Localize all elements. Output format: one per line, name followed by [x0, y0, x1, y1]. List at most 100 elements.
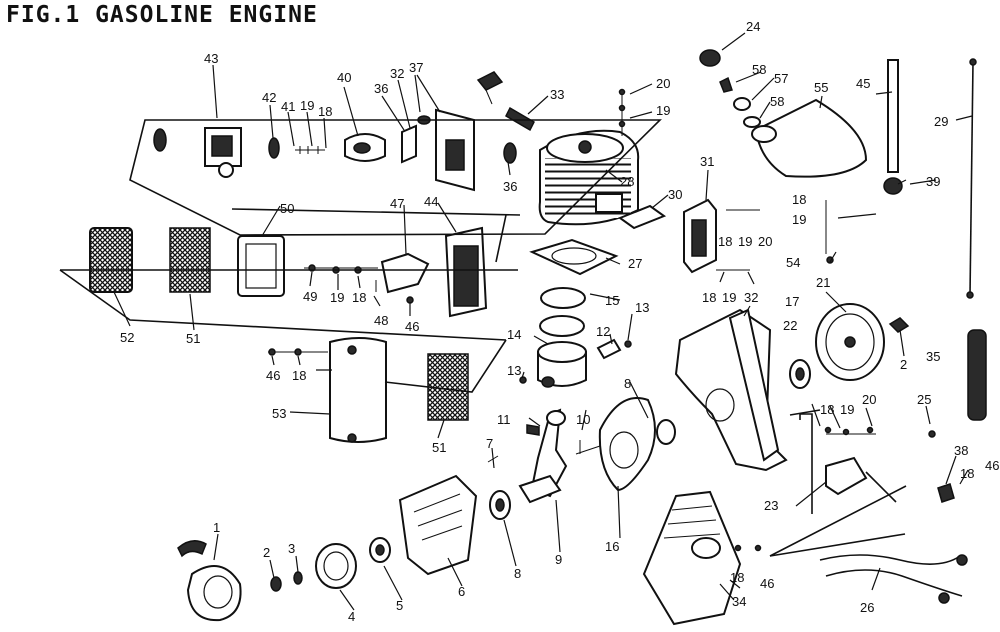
recoil-starter-part	[177, 474, 478, 622]
carburetor-part	[153, 127, 325, 178]
callout-51: 51	[432, 440, 446, 455]
leader-lines	[113, 32, 973, 611]
callout-23: 23	[764, 498, 778, 513]
callout-19: 19	[656, 103, 670, 118]
callout-29: 29	[934, 114, 948, 129]
callout-52: 52	[120, 330, 134, 345]
fuel-tank-part	[699, 49, 868, 178]
callout-57: 57	[774, 71, 788, 86]
callout-36: 36	[374, 81, 388, 96]
callout-13: 13	[635, 300, 649, 315]
callout-8: 8	[514, 566, 521, 581]
callout-21: 21	[816, 275, 830, 290]
callout-32: 32	[390, 66, 404, 81]
callout-19: 19	[300, 98, 314, 113]
callout-10: 10	[576, 412, 590, 427]
callout-39: 39	[926, 174, 940, 189]
callout-32: 32	[744, 290, 758, 305]
callout-25: 25	[917, 392, 931, 407]
callout-14: 14	[507, 327, 521, 342]
callout-30: 30	[668, 187, 682, 202]
callout-48: 48	[374, 313, 388, 328]
callout-24: 24	[746, 19, 760, 34]
callout-27: 27	[628, 256, 642, 271]
crankcase-part	[674, 308, 811, 472]
screws-part	[268, 88, 936, 552]
callout-7: 7	[486, 436, 493, 451]
callout-15: 15	[605, 293, 619, 308]
air-filter-elements-part	[89, 227, 469, 421]
callout-20: 20	[758, 234, 772, 249]
callout-46: 46	[266, 368, 280, 383]
callout-46: 46	[985, 458, 999, 473]
callout-38: 38	[954, 443, 968, 458]
drive-shaft-part	[967, 329, 987, 421]
callout-3: 3	[288, 541, 295, 556]
figure-title: FIG.1 GASOLINE ENGINE	[6, 2, 318, 28]
flywheel-part	[815, 303, 910, 381]
long-shaft-part	[883, 58, 977, 299]
callout-44: 44	[424, 194, 438, 209]
callout-4: 4	[348, 609, 355, 624]
callout-58: 58	[770, 94, 784, 109]
callout-53: 53	[272, 406, 286, 421]
callout-17: 17	[785, 294, 799, 309]
callout-1: 1	[213, 520, 220, 535]
callout-18: 18	[820, 402, 834, 417]
callout-11: 11	[497, 412, 511, 427]
callout-19: 19	[792, 212, 806, 227]
ignition-coil-part	[683, 198, 717, 274]
crankcase-cover-part	[598, 397, 656, 492]
callout-18: 18	[792, 192, 806, 207]
callout-26: 26	[860, 600, 874, 615]
spark-plug-part	[476, 71, 535, 132]
callout-54: 54	[786, 255, 800, 270]
callout-20: 20	[862, 392, 876, 407]
callout-22: 22	[783, 318, 797, 333]
callout-47: 47	[390, 196, 404, 211]
throttle-assembly-part	[799, 413, 968, 604]
callout-18: 18	[960, 466, 974, 481]
callout-16: 16	[605, 539, 619, 554]
callout-42: 42	[262, 90, 276, 105]
callout-34: 34	[732, 594, 746, 609]
callout-33: 33	[550, 87, 564, 102]
engine-shroud-part	[642, 490, 742, 626]
callout-18: 18	[318, 104, 332, 119]
callout-19: 19	[722, 290, 736, 305]
callout-19: 19	[330, 290, 344, 305]
group-outline-lines	[59, 119, 907, 557]
callout-49: 49	[303, 289, 317, 304]
callout-19: 19	[840, 402, 854, 417]
callout-13: 13	[507, 363, 521, 378]
callout-20: 20	[656, 76, 670, 91]
callout-55: 55	[814, 80, 828, 95]
callout-45: 45	[856, 76, 870, 91]
piston-assembly-part	[519, 238, 632, 388]
callout-18: 18	[352, 290, 366, 305]
cylinder-part	[538, 129, 667, 230]
callout-46: 46	[760, 576, 774, 591]
callout-46: 46	[405, 319, 419, 334]
callout-50: 50	[280, 201, 294, 216]
callout-18: 18	[718, 234, 732, 249]
callout-2: 2	[263, 545, 270, 560]
callout-8: 8	[624, 376, 631, 391]
callout-58: 58	[752, 62, 766, 77]
callout-numbers: 43 42 41 19 18 40 32 37 36 33 36 20 19 2…	[120, 19, 999, 624]
callout-12: 12	[596, 324, 610, 339]
callout-28: 28	[620, 174, 634, 189]
callout-5: 5	[396, 598, 403, 613]
callout-36: 36	[503, 179, 517, 194]
callout-9: 9	[555, 552, 562, 567]
callout-35: 35	[926, 349, 940, 364]
crankshaft-part	[489, 408, 676, 520]
callout-37: 37	[409, 60, 423, 75]
callout-19: 19	[738, 234, 752, 249]
air-filter-cover-part	[329, 337, 387, 443]
callout-18: 18	[292, 368, 306, 383]
intake-manifold-part	[344, 108, 517, 192]
air-filter-base-part	[304, 226, 488, 318]
